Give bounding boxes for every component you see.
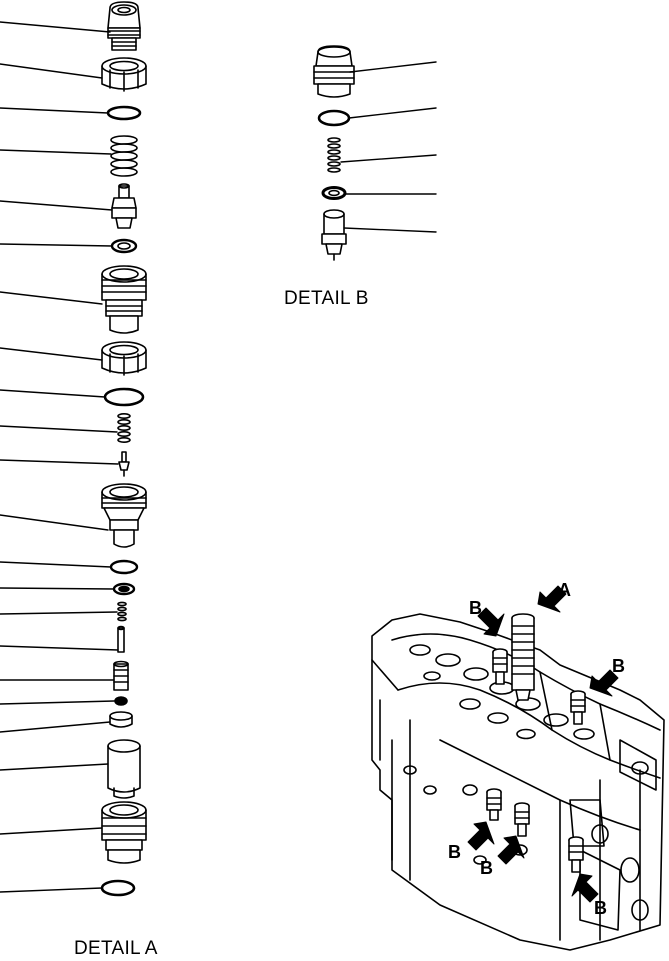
arrow-icon	[477, 607, 505, 637]
callout-arrows	[467, 585, 619, 903]
detail-a-part-spool	[113, 660, 129, 691]
detail-a-part-o-ring-4	[100, 879, 136, 897]
detail-a-part-pin	[118, 451, 130, 477]
detail-a-part-o-ring-3	[109, 559, 139, 575]
detail-b-part-o-ring	[317, 109, 351, 127]
detail-a-part-spring	[110, 135, 138, 177]
detail-b-part-spring	[327, 137, 341, 173]
detail-a-exploded-view	[0, 1, 147, 897]
control-valve-assembly	[371, 613, 665, 951]
detail-b-exploded-view	[313, 45, 437, 261]
detail-a-part-backup-ring	[112, 582, 136, 596]
detail-a-part-poppet	[111, 183, 137, 229]
valve-b-bottom-right	[568, 836, 584, 873]
valve-b-mid-right	[514, 802, 530, 837]
detail-a-part-spring-2	[117, 412, 131, 443]
detail-a-part-spacer	[109, 711, 133, 728]
arrow-icon	[537, 585, 567, 613]
detail-a-part-locknut	[101, 57, 147, 92]
arrow-icon	[589, 669, 619, 697]
callout-labels: A B B B B B	[448, 580, 625, 918]
valve-a-spool	[511, 613, 535, 701]
valve-b-top-left	[492, 648, 508, 685]
detail-a-part-seal-ring	[110, 238, 138, 254]
callout-b-bottom-right: B	[594, 898, 607, 918]
callout-a: A	[558, 580, 571, 600]
detail-a-part-o-ring-2	[103, 387, 145, 407]
detail-b-part-plug	[313, 45, 355, 98]
detail-a-caption: DETAIL A	[74, 938, 158, 959]
arrow-icon	[467, 821, 495, 851]
detail-b-caption: DETAIL B	[284, 288, 369, 309]
callout-b-mid-left: B	[448, 842, 461, 862]
valve-b-top-right	[570, 690, 586, 725]
callout-b-top-left: B	[469, 598, 482, 618]
detail-a-part-seal-ring-2	[114, 696, 128, 706]
arrow-icon	[497, 835, 525, 865]
detail-a-part-locknut-2	[101, 341, 147, 376]
leader-line	[0, 21, 111, 33]
detail-a-part-o-ring	[106, 105, 142, 121]
detail-a-part-piston-body	[101, 483, 147, 548]
detail-b-part-valve	[321, 209, 347, 261]
detail-a-part-sleeve-2	[107, 739, 141, 799]
detail-a-part-cap-plug	[107, 1, 141, 51]
callout-b-mid: B	[480, 858, 493, 878]
detail-a-part-pin-2	[117, 625, 125, 653]
detail-a-part-spring-3	[117, 601, 127, 622]
detail-a-part-sleeve	[101, 265, 147, 334]
valve-b-mid-left	[486, 788, 502, 821]
arrow-icon	[571, 873, 599, 903]
detail-a-part-body	[101, 801, 147, 864]
detail-b-part-seal-ring	[321, 186, 347, 200]
callout-b-right: B	[612, 656, 625, 676]
